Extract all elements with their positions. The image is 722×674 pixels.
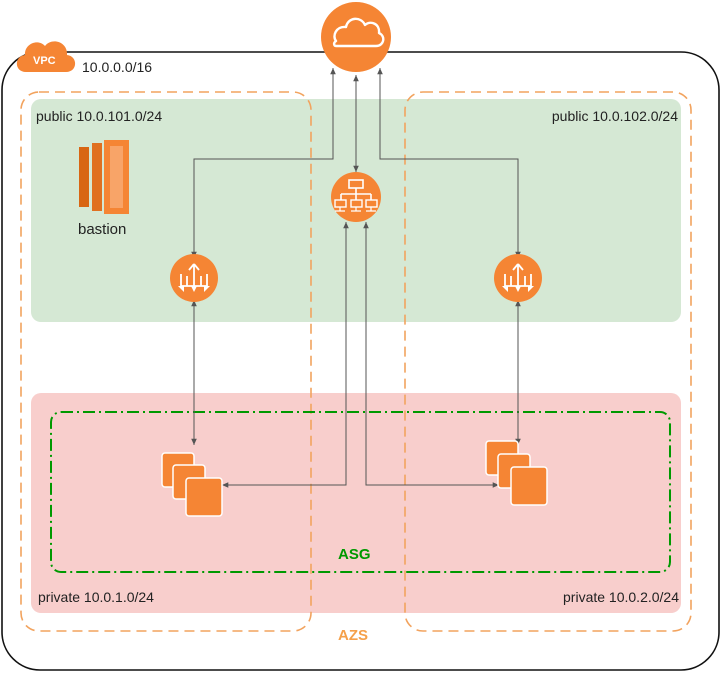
nat-gateway-icon (170, 254, 218, 302)
connector-lb-instances-b (363, 222, 499, 488)
cloud-icon (321, 2, 391, 72)
vpc-badge-label: VPC (33, 55, 56, 67)
ec2-instances-icon (485, 440, 548, 506)
load-balancer-icon (331, 172, 381, 222)
nat-gateway-icon (494, 254, 542, 302)
public-subnet-b-label: public 10.0.102.0/24 (551, 108, 678, 124)
azs-label: AZS (338, 627, 368, 644)
connector-internet-nat-a (191, 68, 336, 258)
connector-lb-instances-a (222, 222, 349, 488)
asg-label: ASG (338, 546, 371, 563)
vpc-badge (16, 41, 76, 72)
ec2-instances-icon (161, 452, 223, 517)
private-subnet-a-label: private 10.0.1.0/24 (38, 589, 154, 605)
asg-box (50, 411, 671, 573)
az-box-b (404, 91, 692, 632)
public-subnet-a-label: public 10.0.101.0/24 (36, 108, 163, 124)
private-subnet-region (31, 393, 681, 613)
private-subnet-b-label: private 10.0.2.0/24 (563, 589, 679, 605)
ec2-instance-icon (79, 140, 129, 214)
vpc-cidr: 10.0.0.0/16 (82, 59, 153, 75)
bastion-label: bastion (78, 221, 127, 238)
connector-internet-nat-b (377, 68, 521, 258)
